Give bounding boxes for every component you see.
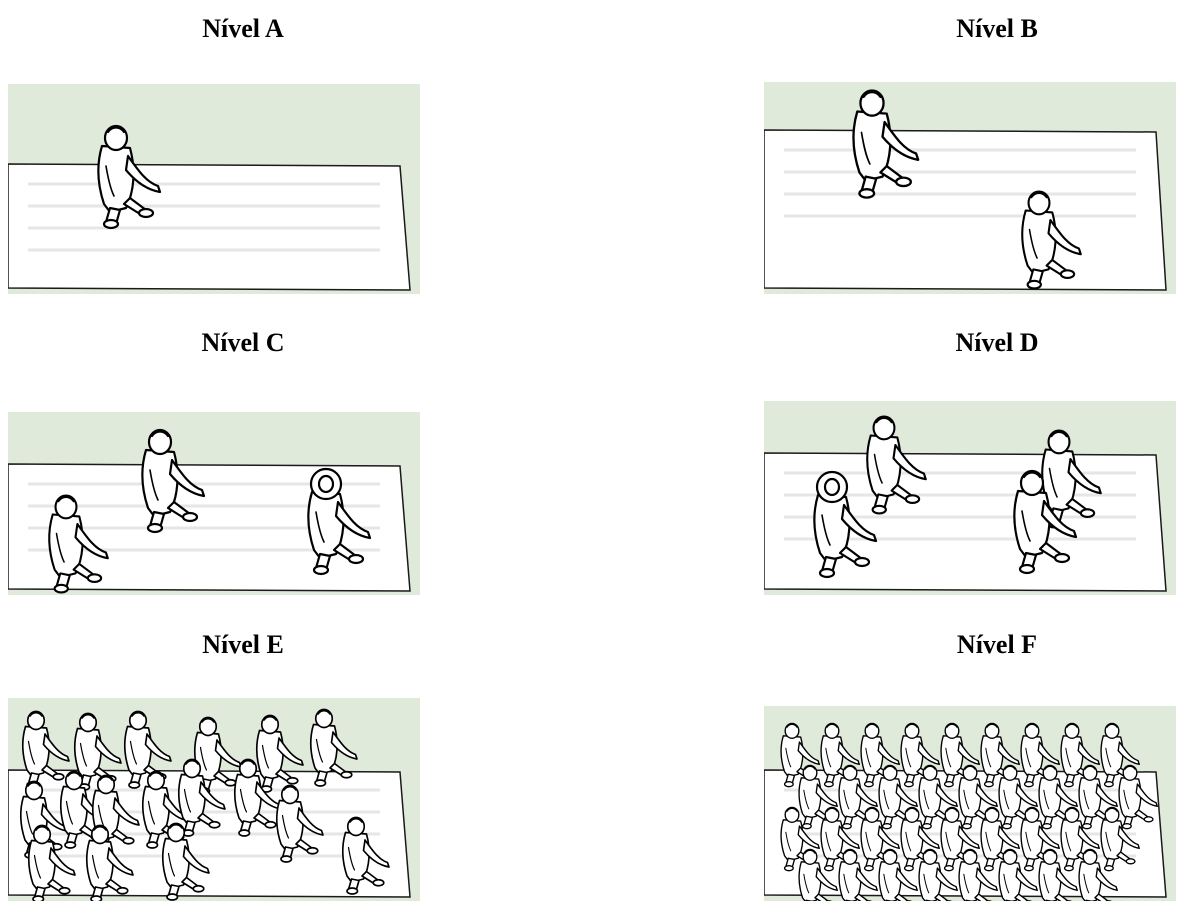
pedestrian-figure — [866, 415, 927, 515]
level-c-illustration — [8, 412, 420, 595]
pedestrian-figure — [233, 758, 282, 837]
level-d-label: Nível D — [955, 328, 1039, 357]
pedestrian-figure — [1060, 806, 1100, 872]
pedestrian-figure — [341, 816, 390, 895]
pedestrian-figure — [813, 470, 878, 579]
pedestrian-figure — [838, 848, 878, 901]
level-d-illustration — [764, 401, 1176, 595]
floor-sheet — [764, 129, 1167, 291]
pedestrian-figure — [998, 848, 1038, 901]
level-e-illustration — [8, 698, 420, 901]
level-e-label: Nível E — [202, 630, 284, 659]
level-b-label: Nível B — [956, 14, 1038, 43]
pedestrian-figure — [958, 848, 998, 901]
pedestrian-figure — [1060, 722, 1100, 788]
pedestrian-figure — [1038, 764, 1078, 830]
pedestrian-figure — [798, 848, 838, 901]
pedestrian-figure — [1100, 806, 1140, 872]
pedestrian-figure — [980, 806, 1020, 872]
pedestrian-figure — [1020, 722, 1060, 788]
pedestrian-figure — [878, 848, 918, 901]
level-b-illustration — [764, 82, 1176, 294]
pedestrian-figure — [59, 770, 108, 849]
pedestrian-figure — [48, 494, 109, 594]
pedestrian-figure — [940, 806, 980, 872]
pedestrian-figure — [998, 764, 1038, 830]
level-a-svg — [8, 84, 420, 294]
pedestrian-figure — [161, 822, 210, 901]
level-d-svg — [764, 401, 1176, 595]
pedestrian-figure — [1020, 806, 1060, 872]
level-c-label: Nível C — [201, 328, 285, 357]
pedestrian-figure — [918, 848, 958, 901]
pedestrian-figure — [275, 784, 324, 863]
level-f-illustration — [764, 706, 1176, 901]
pedestrian-figure — [85, 824, 134, 901]
pedestrian-figure — [852, 89, 920, 199]
pedestrian-figure — [309, 708, 358, 787]
pedestrian-figure — [97, 124, 162, 230]
level-f-label: Nível F — [956, 630, 1038, 659]
level-a-illustration — [8, 84, 420, 294]
level-f-svg — [764, 706, 1176, 901]
pedestrian-figure — [255, 714, 304, 793]
pedestrian-figure — [177, 758, 226, 837]
pedestrian-figure — [307, 467, 372, 576]
level-e-svg — [8, 698, 420, 901]
level-a-label: Nível A — [202, 14, 284, 43]
pedestrian-figure — [27, 824, 76, 901]
pedestrian-figure — [193, 716, 242, 795]
pedestrian-figure — [900, 806, 940, 872]
pedestrian-figure — [1021, 190, 1082, 290]
pedestrian-figure — [1118, 764, 1158, 830]
pedestrian-figure — [1100, 722, 1140, 788]
pedestrian-figure — [1038, 848, 1078, 901]
pedestrian-figure — [1013, 469, 1078, 575]
level-c-svg — [8, 412, 420, 595]
pedestrian-figure — [141, 428, 206, 534]
pedestrian-figure — [1078, 764, 1118, 830]
pedestrian-figure — [1078, 848, 1118, 901]
level-b-svg — [764, 82, 1176, 294]
